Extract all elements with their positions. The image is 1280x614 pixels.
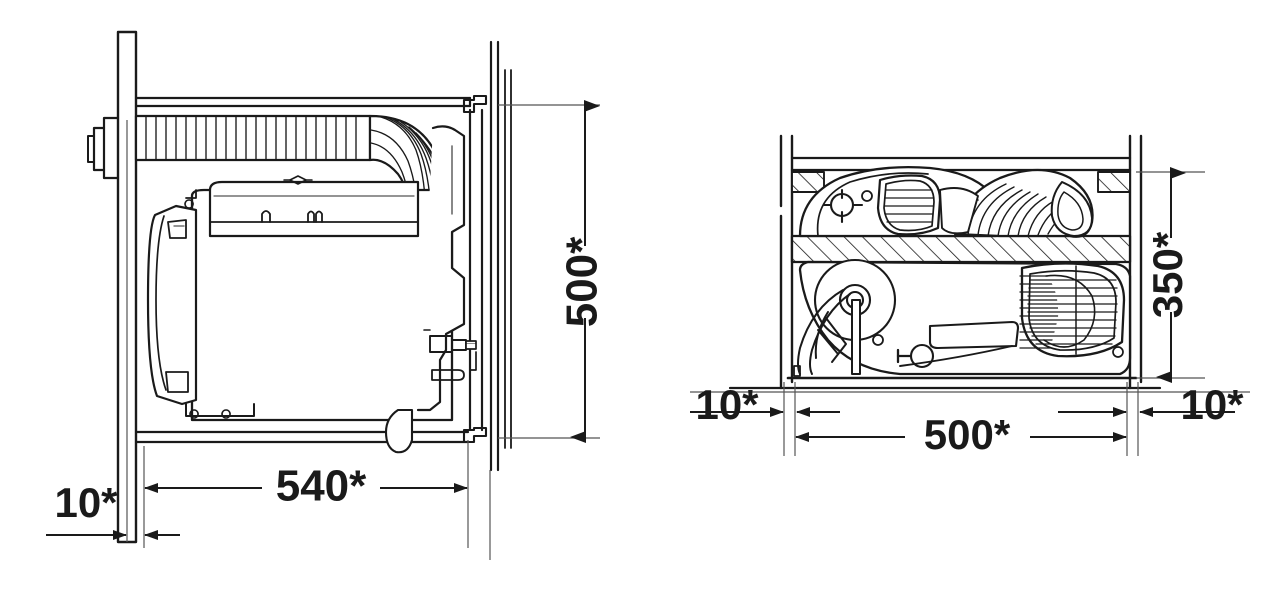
lower-control-knob bbox=[872, 334, 935, 369]
side-section-view bbox=[87, 30, 512, 544]
dimension-front-height-350: 350* bbox=[1144, 167, 1191, 383]
middle-divider-shelf bbox=[790, 234, 1132, 264]
lower-hose-strands bbox=[797, 289, 851, 375]
appliance-body bbox=[146, 125, 477, 454]
dimension-label-front-height: 350* bbox=[1144, 231, 1191, 318]
upper-appliance bbox=[798, 165, 1094, 238]
upper-coiled-duct bbox=[947, 168, 1094, 238]
lower-hose-reel bbox=[813, 258, 897, 375]
lower-vent-grille bbox=[1019, 262, 1126, 358]
dimension-front-width-500: 500* bbox=[795, 411, 1127, 458]
dimension-label-front-width: 500* bbox=[924, 411, 1011, 458]
lower-appliance bbox=[793, 258, 1132, 377]
top-shelf bbox=[790, 156, 1132, 172]
wall-vent-outlet bbox=[87, 116, 120, 180]
dimension-label-side-depth: 540* bbox=[276, 462, 367, 511]
dimension-front-right-gap-10: 10* bbox=[1058, 381, 1244, 428]
corner-gussets bbox=[791, 171, 1131, 193]
dimension-front-left-gap-10: 10* bbox=[690, 381, 840, 428]
front-section-view bbox=[728, 134, 1162, 390]
dimension-label-front-left-gap: 10* bbox=[695, 381, 759, 428]
dimension-label-front-right-gap: 10* bbox=[1180, 381, 1244, 428]
dimension-side-height-500: 500* bbox=[558, 100, 607, 443]
upper-vent-grille bbox=[876, 174, 942, 236]
dimension-side-depth-540: 540* bbox=[144, 462, 468, 511]
front-door-frame bbox=[462, 40, 512, 472]
bottom-shelf bbox=[728, 376, 1162, 390]
flexible-duct-horizontal bbox=[134, 114, 372, 162]
dimension-side-rear-gap-10: 10* bbox=[46, 479, 180, 540]
rear-valve-fitting bbox=[423, 329, 477, 381]
upper-control-knob bbox=[822, 188, 873, 224]
dimension-label-side-height: 500* bbox=[558, 236, 607, 327]
dimension-label-side-rear-gap: 10* bbox=[54, 479, 118, 526]
